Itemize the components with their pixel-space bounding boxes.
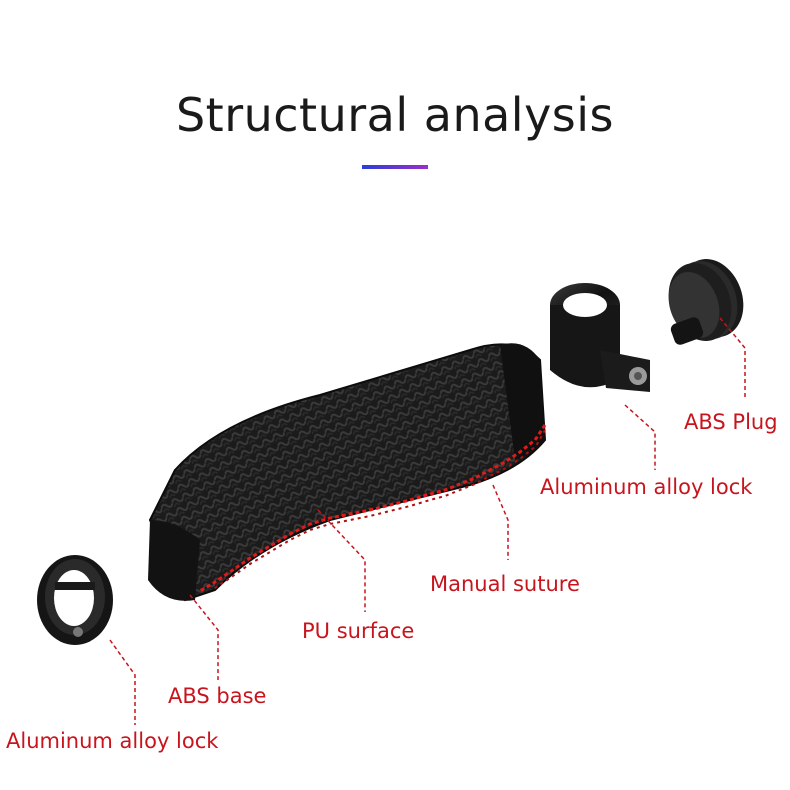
label-aluminum-lock-left: Aluminum alloy lock bbox=[6, 729, 219, 753]
leader-aluminum-lock-left bbox=[109, 639, 136, 725]
leader-abs-base bbox=[189, 594, 219, 680]
leader-lines bbox=[109, 317, 746, 725]
label-abs-plug: ABS Plug bbox=[684, 410, 778, 434]
aluminum-lock-right-part bbox=[550, 283, 650, 392]
label-abs-base: ABS base bbox=[168, 684, 267, 708]
leader-pu-surface bbox=[317, 509, 366, 612]
label-aluminum-lock-right: Aluminum alloy lock bbox=[540, 475, 753, 499]
title-underline bbox=[362, 165, 428, 169]
leader-manual-suture bbox=[492, 484, 509, 560]
label-manual-suture: Manual suture bbox=[430, 572, 580, 596]
leader-aluminum-lock-right bbox=[624, 404, 656, 470]
page-title: Structural analysis bbox=[175, 88, 615, 142]
aluminum-lock-left-part bbox=[37, 555, 113, 645]
grip-body-part bbox=[148, 343, 547, 602]
leader-abs-plug bbox=[719, 317, 746, 400]
label-pu-surface: PU surface bbox=[302, 619, 415, 643]
abs-plug-part bbox=[668, 259, 744, 345]
